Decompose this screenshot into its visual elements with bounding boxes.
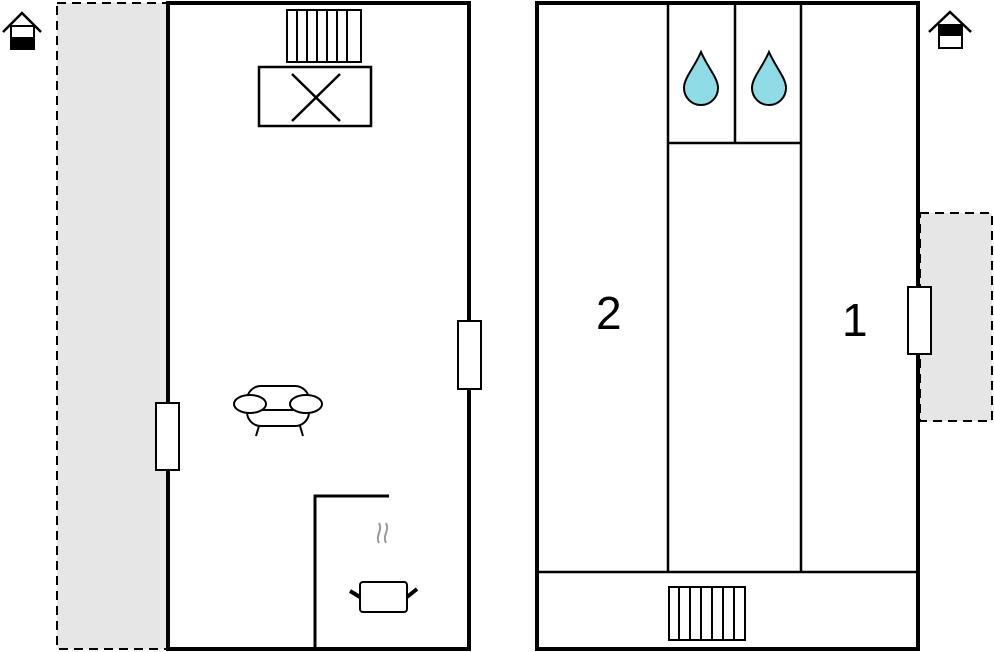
room-label: 1 <box>842 294 868 346</box>
interior-walls <box>537 3 918 574</box>
window-icon <box>155 402 180 471</box>
terrace-left <box>56 2 168 650</box>
radiator-icon <box>286 9 362 63</box>
radiator-icon <box>668 586 746 641</box>
window-icon <box>457 320 482 390</box>
sofa-icon <box>233 385 323 437</box>
upper-floor-walls <box>535 1 920 651</box>
shower-drop-icon <box>750 49 788 106</box>
kitchen-wall <box>313 494 389 650</box>
house-upper-floor-icon <box>928 10 972 49</box>
house-ground-floor-icon <box>2 11 42 50</box>
room-label: 2 <box>596 287 622 339</box>
stove-pot-icon <box>348 522 419 613</box>
shower-drop-icon <box>682 49 720 106</box>
fireplace-icon <box>257 65 373 128</box>
window-icon <box>907 286 932 355</box>
